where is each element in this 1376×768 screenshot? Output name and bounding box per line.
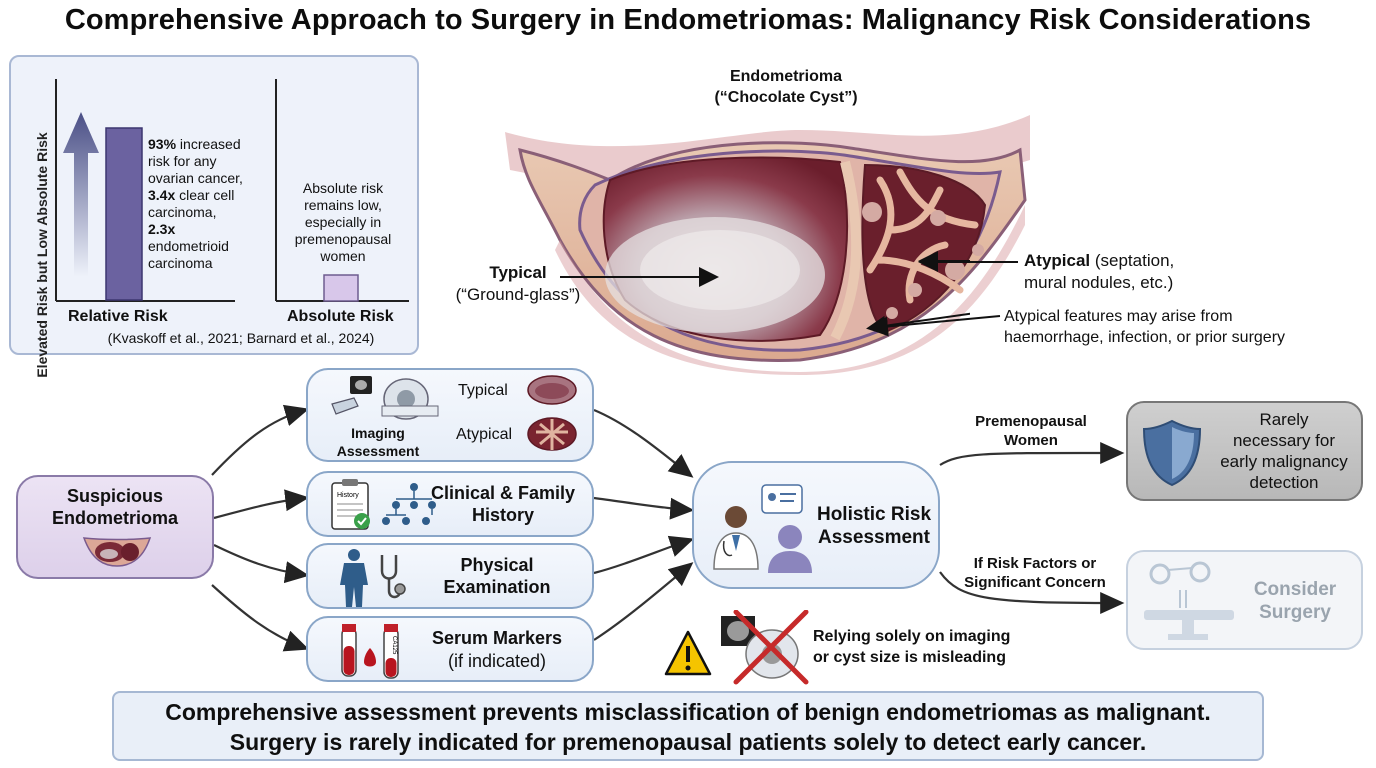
cross-icon: [733, 610, 809, 685]
clipboard-label: History: [337, 492, 359, 499]
atypical-label: Atypical (septation, mural nodules, etc.…: [1024, 251, 1175, 292]
endometrioma-illustration: [505, 115, 1030, 375]
serum-markers-node: CA125 Serum Markers (if indicated): [306, 616, 594, 682]
physical-exam-node: Physical Examination: [306, 543, 594, 609]
absolute-risk-label: Absolute Risk: [287, 308, 394, 325]
warning-graphic: [664, 610, 809, 685]
typical-option-label: Typical: [458, 382, 508, 399]
imaging-devices-icon: [331, 376, 439, 420]
relative-risk-text: 93% increased risk for any ovarian cance…: [148, 136, 243, 271]
body-stethoscope-icon: [340, 549, 406, 607]
clinical-history-node: History Clinical & Family History: [306, 471, 594, 537]
atypical-option-label: Atypical: [456, 426, 513, 443]
blood-tubes-icon: CA125: [341, 624, 399, 679]
shield-icon: [1142, 419, 1202, 487]
tube-label: CA125: [391, 636, 397, 655]
risk-bars-graphic: [55, 79, 409, 302]
imaging-assessment-node: Imaging Assessment Typical Atypical: [306, 368, 594, 462]
outcome-rarely-necessary: Rarely necessary for early malignancy de…: [1126, 401, 1363, 501]
flow-arrows: [211, 404, 1125, 652]
holistic-assessment-node: Holistic Risk Assessment: [692, 461, 940, 589]
branch-risk-factors-label: If Risk Factors or Significant Concern: [964, 555, 1106, 591]
absolute-risk-text: Absolute risk remains low, especially in…: [294, 180, 392, 264]
warning-icon: [664, 630, 712, 676]
atypical-note: Atypical features may arise from haemorr…: [1004, 308, 1286, 346]
cyst-type-icons: [527, 375, 577, 451]
outcome-consider-surgery: Consider Surgery: [1126, 550, 1363, 650]
relative-risk-bar: [105, 127, 143, 301]
conclusion-banner: Comprehensive assessment prevents miscla…: [112, 691, 1264, 761]
page-title: Comprehensive Approach to Surgery in End…: [64, 4, 1312, 36]
branch-premenopausal-label: Premenopausal Women: [975, 413, 1087, 449]
serum-condition: (if indicated): [447, 651, 547, 671]
warning-text: Relying solely on imaging or cyst size i…: [813, 628, 1011, 666]
relative-risk-label: Relative Risk: [68, 308, 168, 325]
conclusion-line-1: Comprehensive assessment prevents miscla…: [165, 699, 1211, 725]
absolute-risk-bar: [323, 274, 359, 302]
cyst-title: Endometrioma (“Chocolate Cyst”): [714, 68, 858, 106]
clipboard-pedigree-icon: History: [331, 479, 436, 530]
conclusion-line-2: Surgery is rarely indicated for premenop…: [229, 729, 1147, 755]
suspicious-endometrioma-node: Suspicious Endometrioma: [16, 475, 214, 579]
atypical-arrow: [918, 252, 1018, 272]
doctor-patient-icon: [713, 484, 812, 573]
atypical-note-arrow: [868, 315, 1001, 337]
citation: (Kvaskoff et al., 2021; Barnard et al., …: [107, 330, 375, 346]
risk-panel: Elevated Risk but Low Absolute Risk 93% …: [9, 55, 419, 378]
operating-table-icon: [1144, 561, 1234, 640]
mini-cyst-icon: [82, 537, 152, 567]
typical-label: Typical (“Ground-glass”): [455, 263, 581, 304]
